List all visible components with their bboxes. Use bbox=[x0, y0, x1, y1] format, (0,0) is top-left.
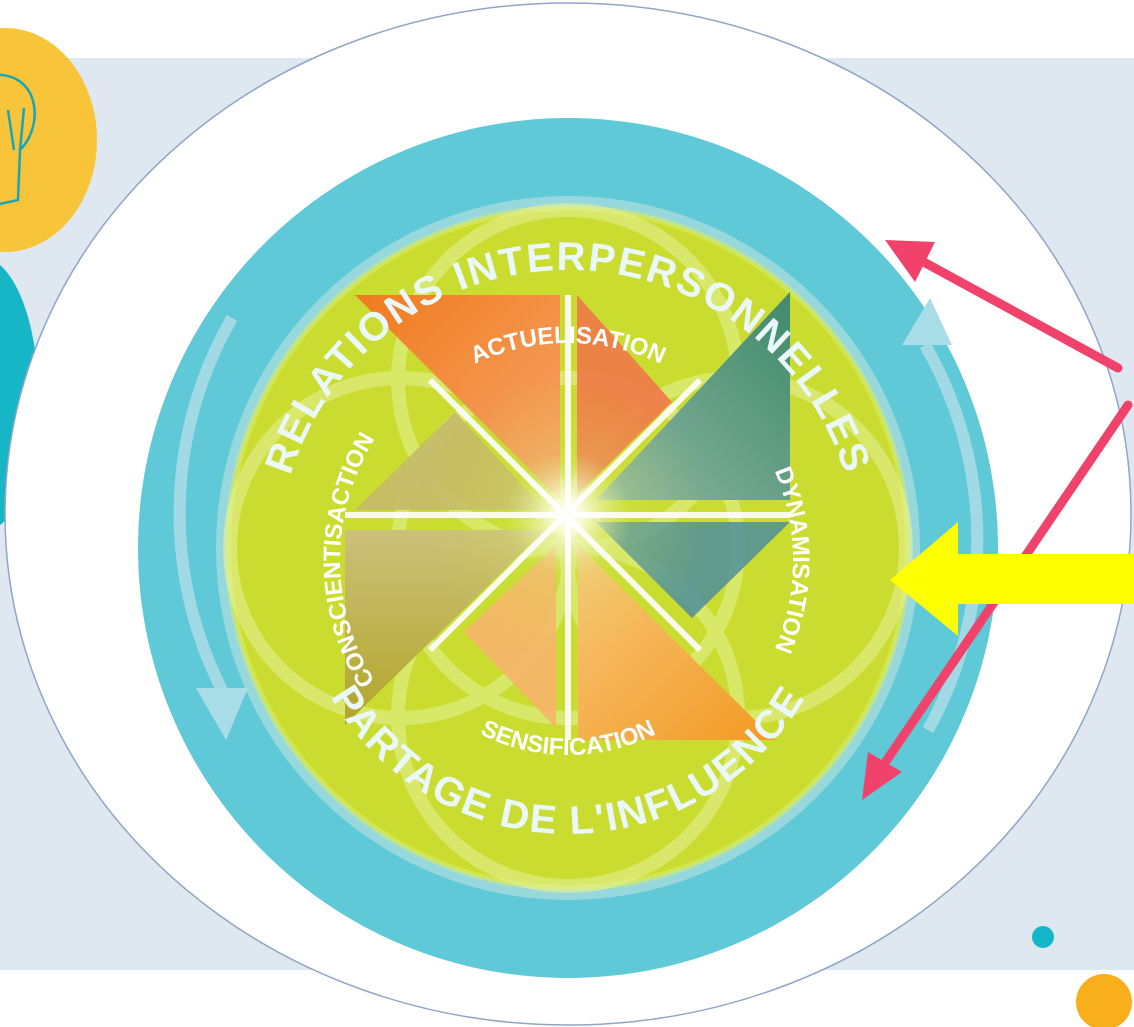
pink-arrow-top bbox=[885, 240, 1123, 373]
rotation-arrowhead-left bbox=[196, 688, 248, 740]
rotation-arrowhead-right bbox=[902, 298, 952, 345]
yellow-arrow bbox=[890, 522, 1134, 636]
decorative-dot-teal bbox=[1032, 926, 1054, 948]
rotation-arrow-right bbox=[919, 342, 984, 733]
lightbulb-icon bbox=[0, 73, 36, 206]
lightbulb-bubble bbox=[0, 28, 97, 252]
decorative-dot-orange bbox=[1076, 974, 1132, 1027]
center-rays bbox=[345, 295, 790, 740]
rotation-arrow-left bbox=[173, 314, 238, 693]
